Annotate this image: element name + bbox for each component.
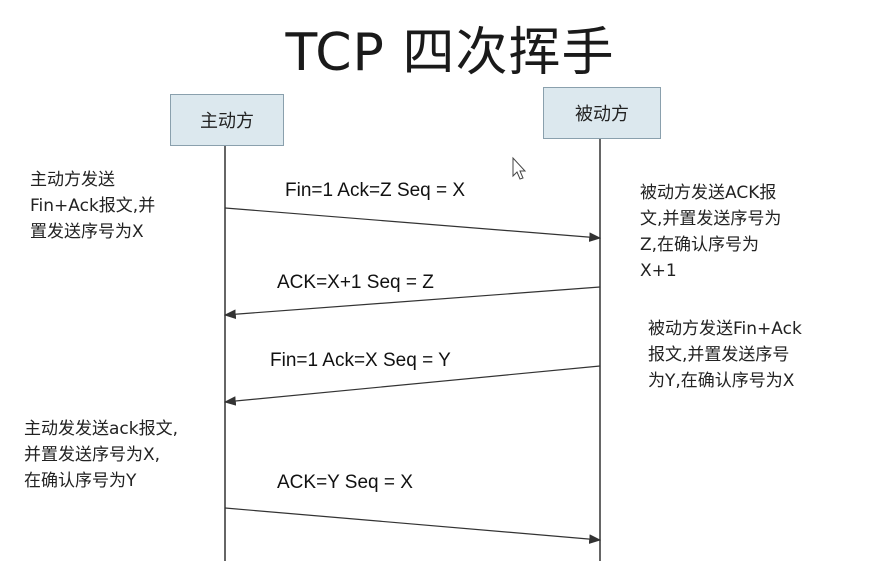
note-left-2: 主动发发送ack报文, 并置发送序号为X, 在确认序号为Y (24, 419, 179, 491)
participant-active: 主动方 (170, 94, 284, 146)
note-right-2: 被动方发送Fin+Ack 报文,并置发送序号 为Y,在确认序号为X (648, 319, 802, 391)
message-label-3: Fin=1 Ack=X Seq = Y (270, 350, 451, 371)
message-label-2: ACK=X+1 Seq = Z (277, 272, 434, 293)
arrow-ack-y (224, 507, 602, 544)
note-left-1: 主动方发送 Fin+Ack报文,并 置发送序号为X (30, 170, 156, 242)
message-label-4: ACK=Y Seq = X (277, 472, 413, 493)
message-label-1: Fin=1 Ack=Z Seq = X (285, 180, 466, 201)
arrow-fin-ack (224, 207, 602, 242)
participant-passive: 被动方 (543, 87, 661, 139)
arrow-fin-ack-y (223, 365, 601, 406)
arrow-ack-x1 (223, 286, 601, 319)
diagram-title: TCP 四次挥手 (285, 23, 615, 83)
note-right-1: 被动方发送ACK报 文,并置发送序号为 Z,在确认序号为 X+1 (640, 183, 782, 281)
cursor-icon (512, 156, 527, 180)
